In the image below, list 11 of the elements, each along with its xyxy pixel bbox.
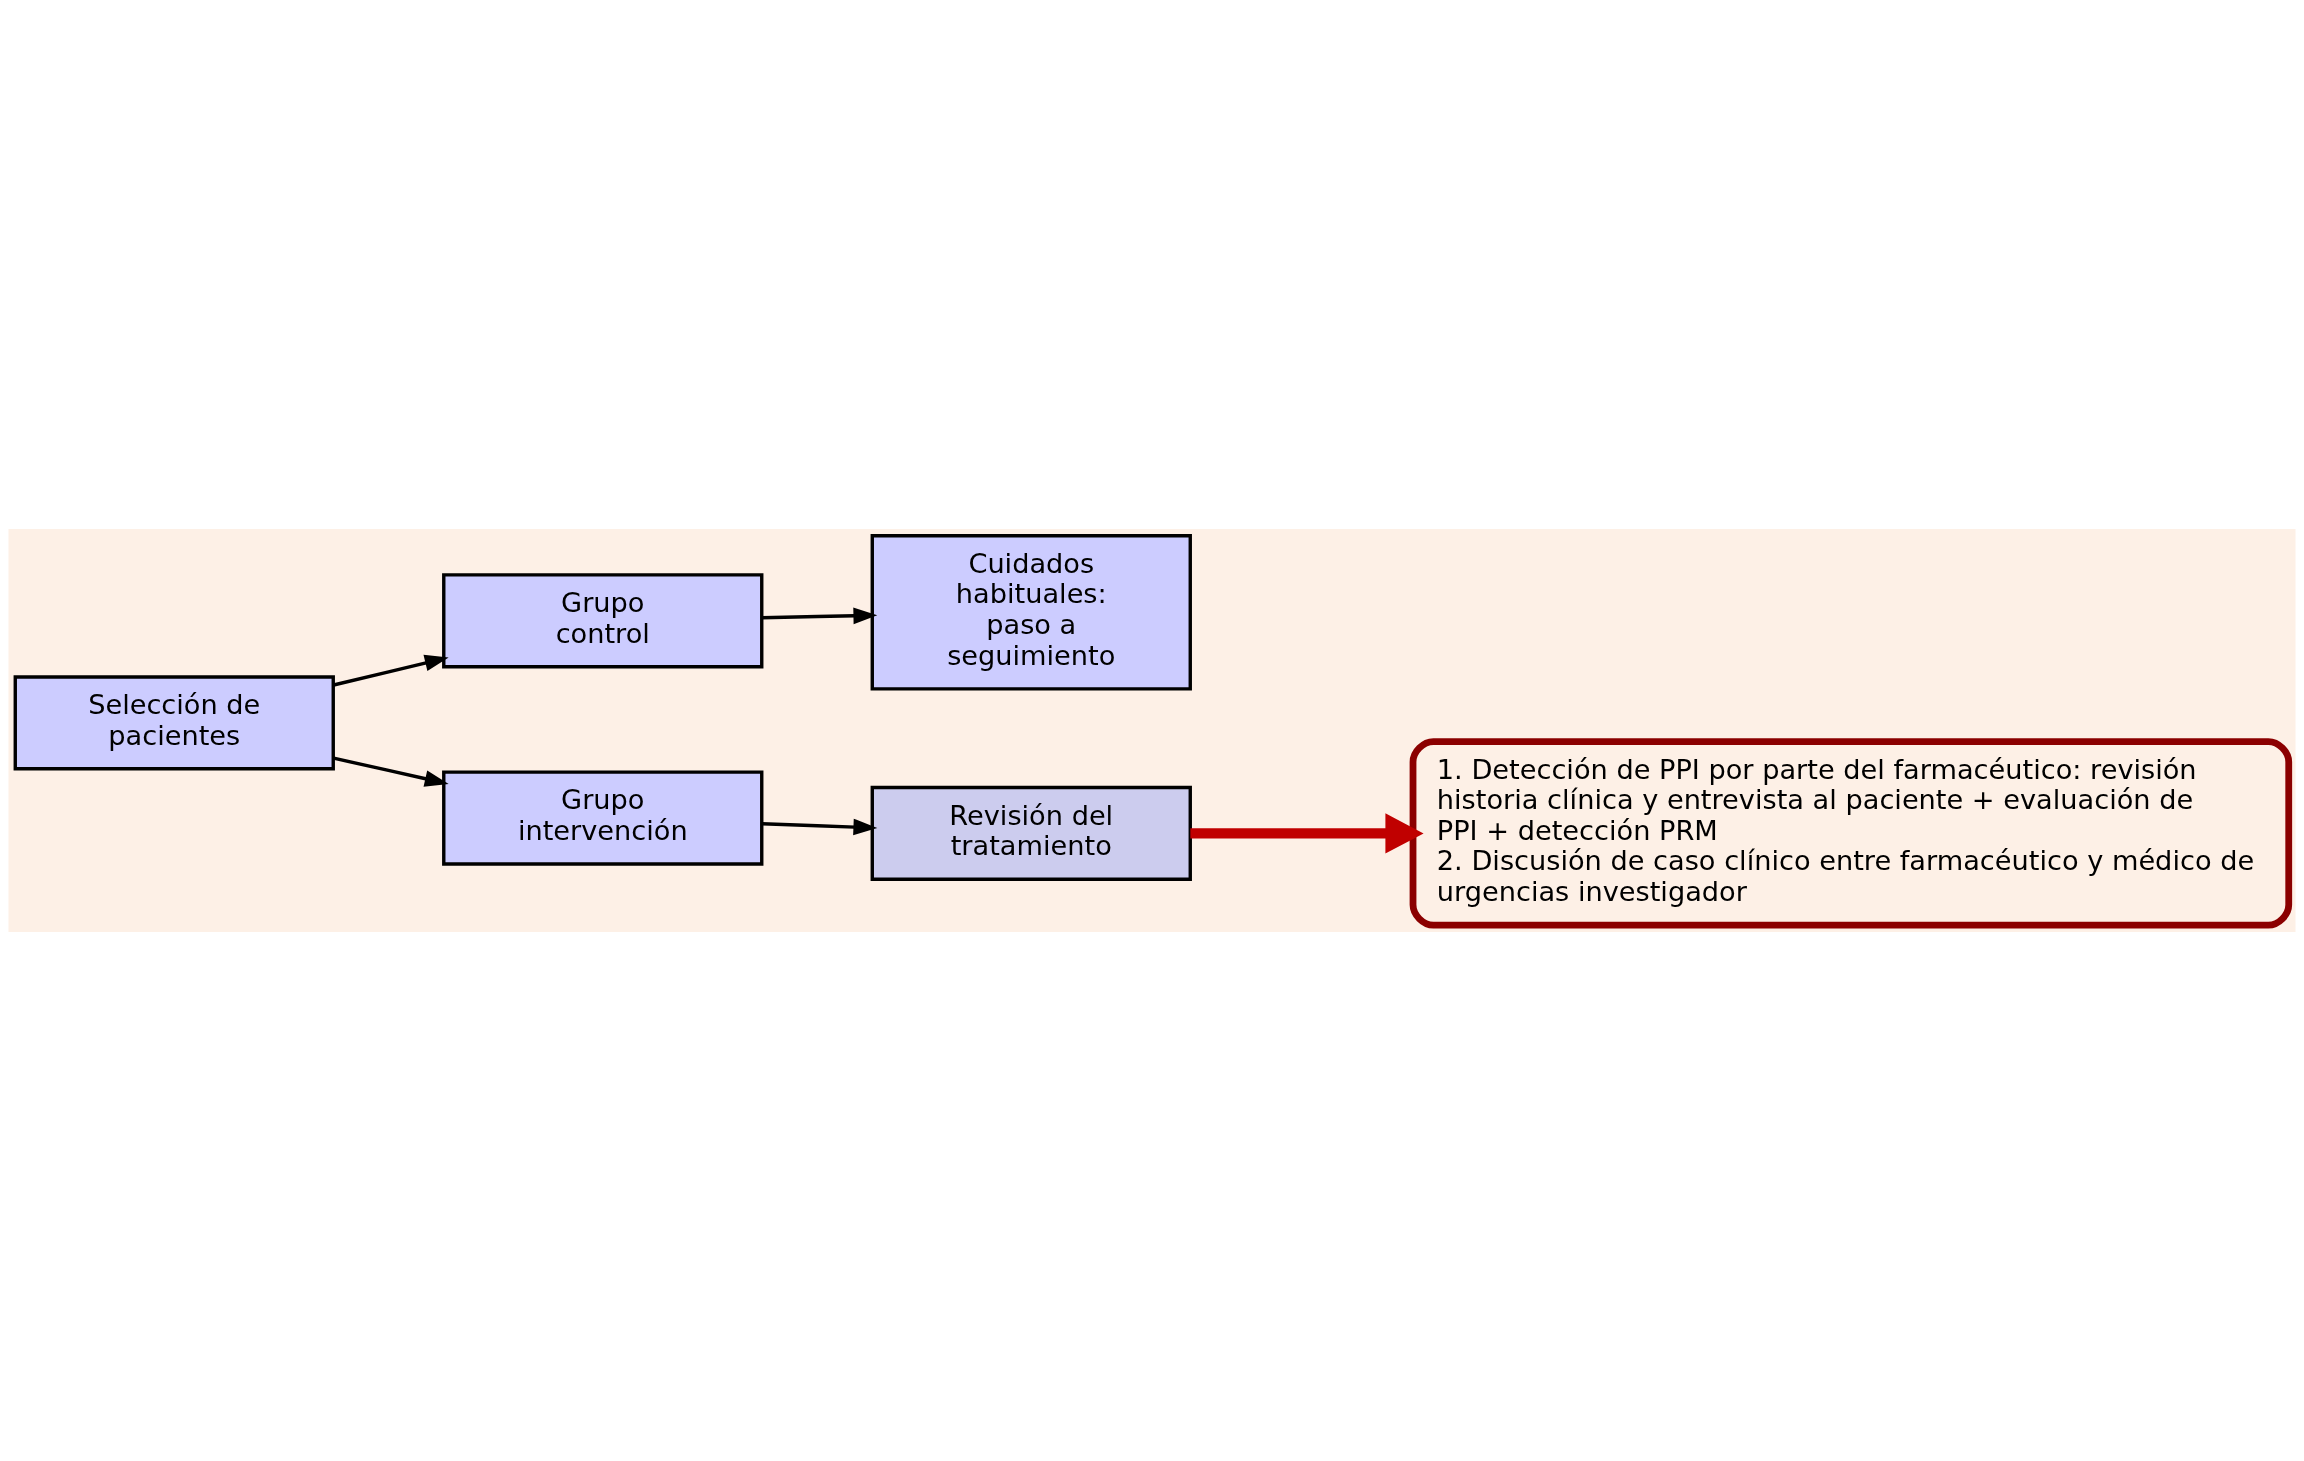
arrow bbox=[762, 607, 878, 625]
node-box: Grupo intervención bbox=[442, 770, 764, 866]
arrow bbox=[333, 756, 449, 787]
node-box: Selección de pacientes bbox=[13, 675, 335, 771]
arrow bbox=[762, 818, 878, 836]
node-box: Cuidados habituales: paso a seguimiento bbox=[870, 534, 1192, 691]
arrow bbox=[333, 654, 449, 687]
node-box: Revisión del tratamiento bbox=[870, 785, 1192, 881]
arrow bbox=[1190, 813, 1424, 854]
node-box: 1. Detección de PPI por parte del farmacéutico: revisión historia clínica y entrevista al paciente + evaluación de PPI + detección PRM 2. Discusión de caso clínico entre farmacéutico y médico de urgencias investigador bbox=[1409, 738, 2293, 929]
node-box: Grupo control bbox=[442, 573, 764, 669]
